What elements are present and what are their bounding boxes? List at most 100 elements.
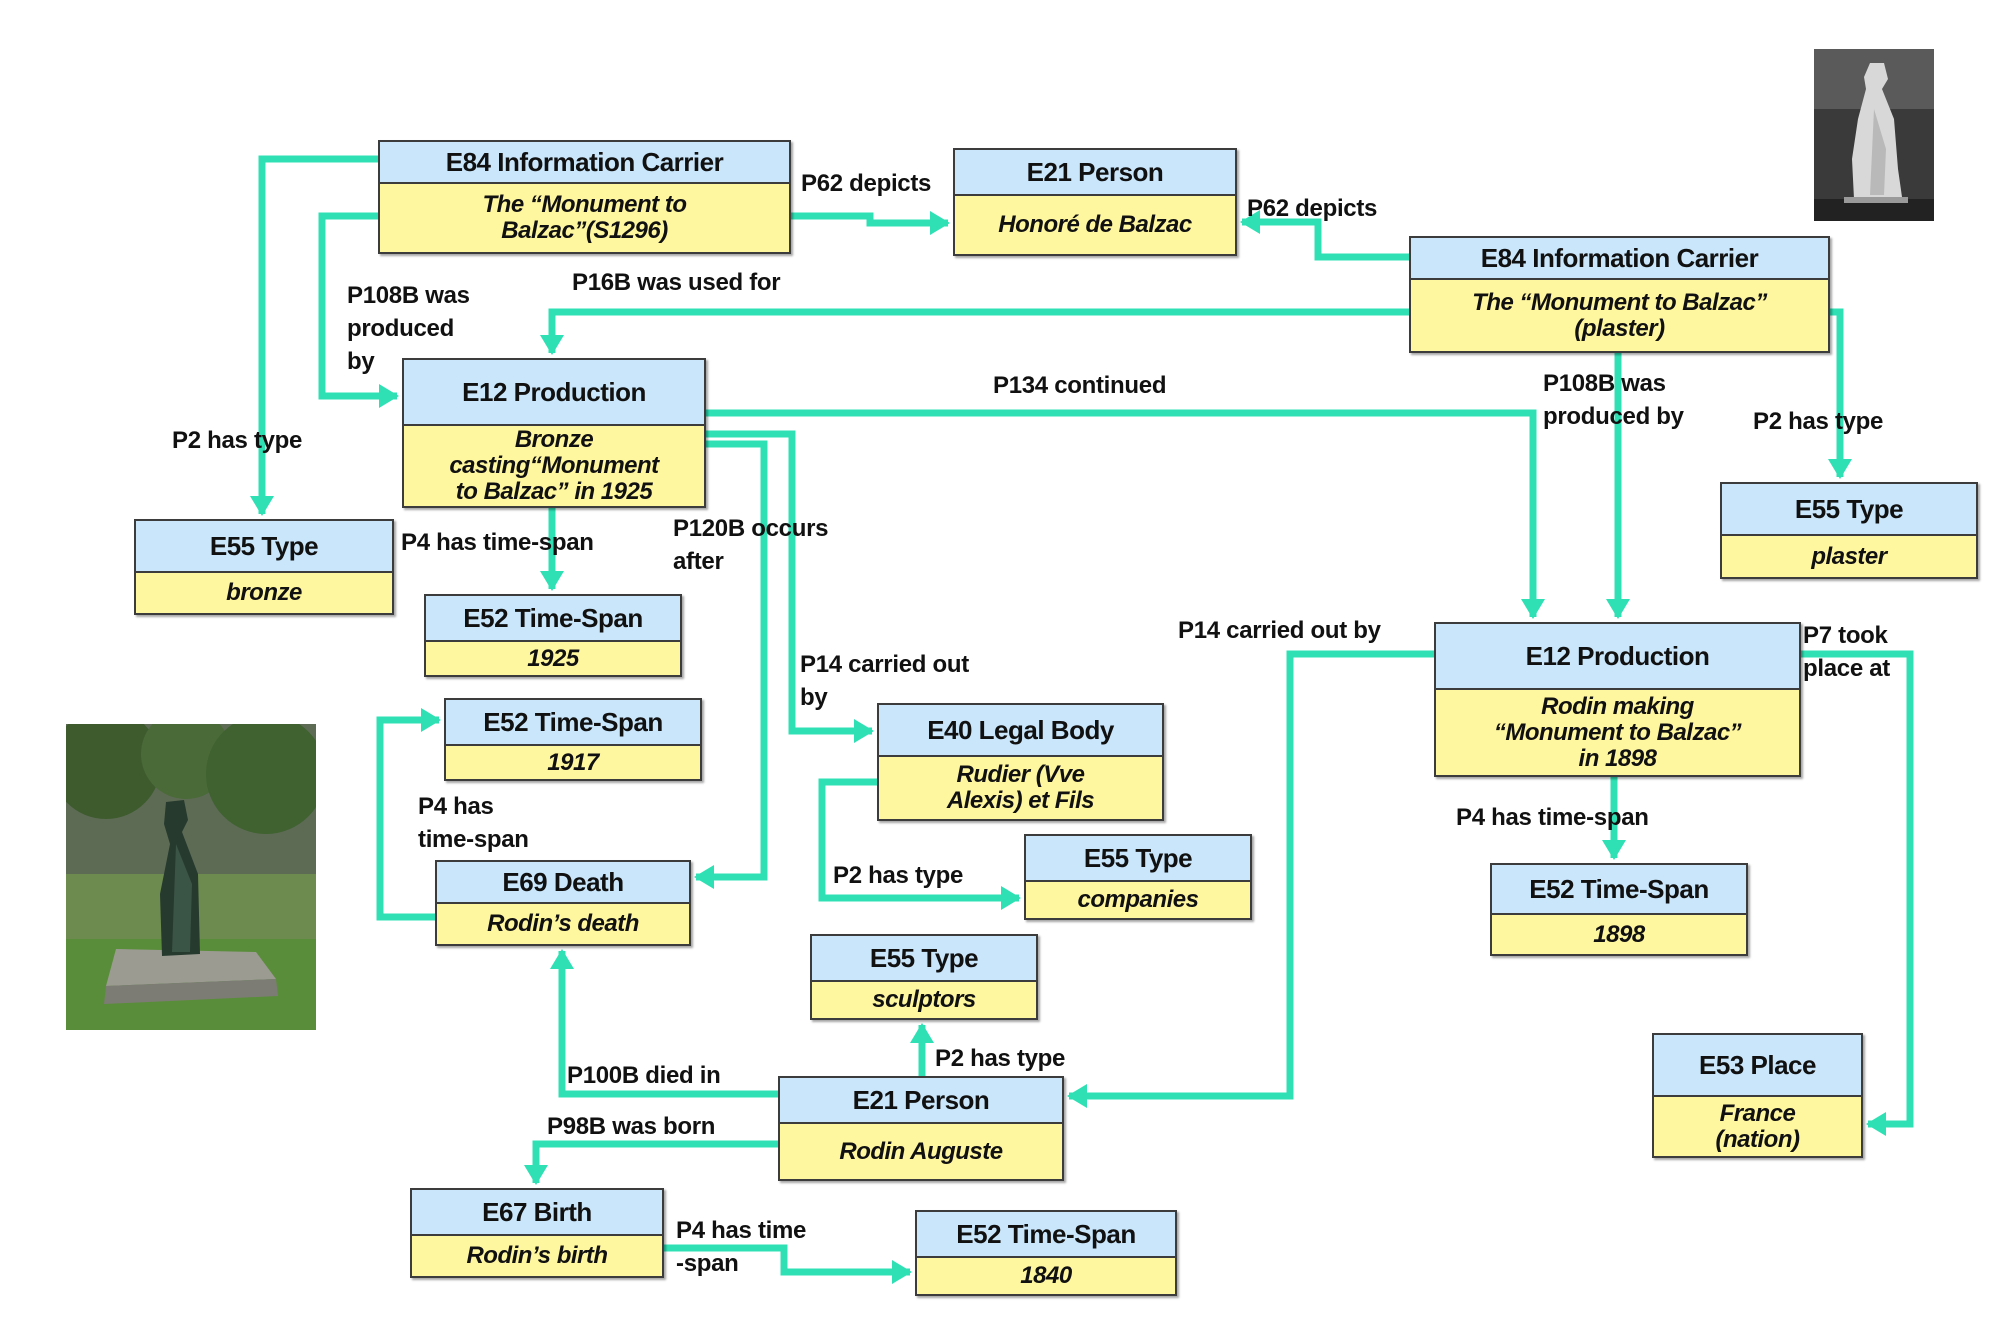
edge-label-p4-has-time-span: P4 has time -span	[676, 1217, 807, 1277]
arrowhead-p134-continued	[1521, 599, 1545, 619]
edge-label-p120b-occurs-after: P120B occurs after	[673, 515, 829, 575]
node-class: E55 Type	[1026, 836, 1250, 882]
arrowhead-p4-has-time-span-1840	[892, 1260, 912, 1284]
arrowhead-p108b-produced-by-1	[379, 384, 399, 408]
node-e67-birth: E67 Birth Rodin’s birth	[410, 1188, 664, 1278]
node-instance: Rodin’s death	[487, 910, 639, 937]
node-instance: sculptors	[872, 986, 976, 1013]
node-e69-death: E69 Death Rodin’s death	[435, 860, 691, 946]
arrowhead-p2-has-type-plaster	[1828, 459, 1852, 479]
node-class: E52 Time-Span	[426, 596, 680, 642]
node-instance: Rodin Auguste	[839, 1137, 1003, 1165]
node-e84-carrier-s1296: E84 Information Carrier The “Monument to…	[378, 140, 791, 254]
arrowhead-p120b-occurs-after	[694, 865, 714, 889]
edge-label-p14-carried-out-by: P14 carried out by	[1178, 617, 1381, 644]
connector-p134-continued	[706, 409, 1537, 617]
node-instance: 1840	[1020, 1262, 1072, 1289]
connector-p100b-died-in	[558, 951, 778, 1098]
arrowhead-p7-took-place-at	[1866, 1112, 1886, 1136]
connector-p7-took-place-at	[1801, 650, 1914, 1128]
node-instance: The “Monument to Balzac”(S1296)	[482, 191, 687, 244]
edge-label-p2-has-type: P2 has type	[833, 862, 964, 889]
node-e21-person-balzac: E21 Person Honoré de Balzac	[953, 148, 1237, 256]
connector-p14-carried-out-by-1	[706, 430, 872, 735]
node-e52-timespan-1917: E52 Time-Span 1917	[444, 698, 702, 781]
edge-label-p108b-was-produced-by: P108B was produced by	[347, 282, 470, 375]
node-e52-timespan-1898: E52 Time-Span 1898	[1490, 863, 1748, 956]
arrowhead-p4-has-time-span-1917	[421, 708, 441, 732]
node-class: E52 Time-Span	[917, 1212, 1175, 1258]
arrowhead-p108b-produced-by-2	[1606, 599, 1630, 619]
edge-label-p2-has-type: P2 has type	[1753, 408, 1884, 435]
edge-label-p62-depicts: P62 depicts	[1247, 195, 1378, 222]
node-class: E55 Type	[812, 936, 1036, 982]
edge-label-p108b-was-produced-by: P108B was produced by	[1543, 370, 1684, 430]
edge-label-p16b-was-used-for: P16B was used for	[572, 269, 781, 296]
node-class: E84 Information Carrier	[380, 142, 789, 184]
arrowhead-p2-has-type-bronze	[250, 496, 274, 516]
node-class: E55 Type	[1722, 484, 1976, 536]
bronze-statue-photo	[66, 724, 316, 1030]
arrowhead-p62-depicts-1	[930, 211, 950, 235]
edge-label-p4-has-time-span: P4 has time-span	[1456, 804, 1649, 831]
edge-label-p62-depicts: P62 depicts	[801, 170, 932, 197]
connector-p4-has-time-span-1840	[664, 1244, 910, 1276]
node-instance: Rudier (Vve Alexis) et Fils	[946, 761, 1095, 814]
node-e55-type-plaster: E55 Type plaster	[1720, 482, 1978, 579]
edge-label-p7-took-place-at: P7 took place at	[1803, 622, 1890, 682]
node-e40-legal-body-rudier: E40 Legal Body Rudier (Vve Alexis) et Fi…	[877, 703, 1164, 821]
node-instance: Bronze casting“Monument to Balzac” in 19…	[449, 426, 659, 505]
edge-label-p4-has-time-span: P4 has time-span	[418, 793, 529, 853]
connector-p108b-produced-by-1	[318, 212, 397, 400]
connector-p16b-was-used-for	[548, 308, 1409, 353]
node-instance: 1925	[527, 644, 579, 672]
arrowhead-p4-has-time-span-1925	[540, 571, 564, 591]
connector-p62-depicts-2	[1242, 218, 1409, 261]
node-class: E53 Place	[1654, 1035, 1861, 1097]
arrowhead-p14-carried-out-by-2	[1067, 1084, 1087, 1108]
edge-label-p100b-died-in: P100B died in	[567, 1062, 721, 1089]
arrowhead-p100b-died-in	[550, 949, 574, 969]
connector-p14-carried-out-by-2	[1069, 650, 1434, 1100]
node-e12-production-1898: E12 Production Rodin making “Monument to…	[1434, 622, 1801, 777]
node-e55-type-bronze: E55 Type bronze	[134, 519, 394, 615]
arrowhead-p16b-was-used-for	[540, 335, 564, 355]
node-class: E52 Time-Span	[446, 700, 700, 746]
node-e52-timespan-1925: E52 Time-Span 1925	[424, 594, 682, 677]
node-instance: 1898	[1593, 920, 1645, 948]
connector-p120b-occurs-after	[696, 440, 768, 881]
node-class: E12 Production	[1436, 624, 1799, 690]
arrowhead-p4-has-time-span-1898	[1602, 840, 1626, 860]
node-instance: plaster	[1811, 542, 1887, 570]
node-class: E69 Death	[437, 862, 689, 904]
node-instance: Rodin making “Monument to Balzac” in 189…	[1493, 692, 1742, 772]
node-instance: companies	[1077, 886, 1199, 913]
edge-label-p4-has-time-span: P4 has time-span	[401, 529, 594, 556]
node-instance: The “Monument to Balzac” (plaster)	[1472, 288, 1767, 342]
edge-label-p14-carried-out-by: P14 carried out by	[800, 651, 969, 711]
node-class: E12 Production	[404, 360, 704, 426]
edge-label-p2-has-type: P2 has type	[935, 1045, 1066, 1072]
node-class: E84 Information Carrier	[1411, 238, 1828, 280]
node-class: E40 Legal Body	[879, 705, 1162, 757]
connector-p98b-was-born	[532, 1140, 778, 1183]
arrowhead-p98b-was-born	[524, 1165, 548, 1185]
node-e55-type-companies: E55 Type companies	[1024, 834, 1252, 920]
arrowhead-p2-has-type-companies	[1001, 886, 1021, 910]
node-e21-person-rodin: E21 Person Rodin Auguste	[778, 1076, 1064, 1181]
edge-label-p2-has-type: P2 has type	[172, 427, 303, 454]
arrowhead-p14-carried-out-by-1	[854, 719, 874, 743]
node-instance: Honoré de Balzac	[998, 211, 1192, 238]
node-instance: Rodin’s birth	[466, 1242, 608, 1269]
node-e55-type-sculptors: E55 Type sculptors	[810, 934, 1038, 1020]
connector-p4-has-time-span-1917	[376, 716, 439, 921]
edge-label-p134-continued: P134 continued	[993, 372, 1167, 399]
arrowhead-p2-has-type-sculptors	[910, 1023, 934, 1043]
node-e52-timespan-1840: E52 Time-Span 1840	[915, 1210, 1177, 1296]
connector-p2-has-type-bronze	[258, 155, 378, 514]
connector-p2-has-type-plaster	[1830, 308, 1844, 477]
node-class: E55 Type	[136, 521, 392, 573]
node-class: E67 Birth	[412, 1190, 662, 1236]
